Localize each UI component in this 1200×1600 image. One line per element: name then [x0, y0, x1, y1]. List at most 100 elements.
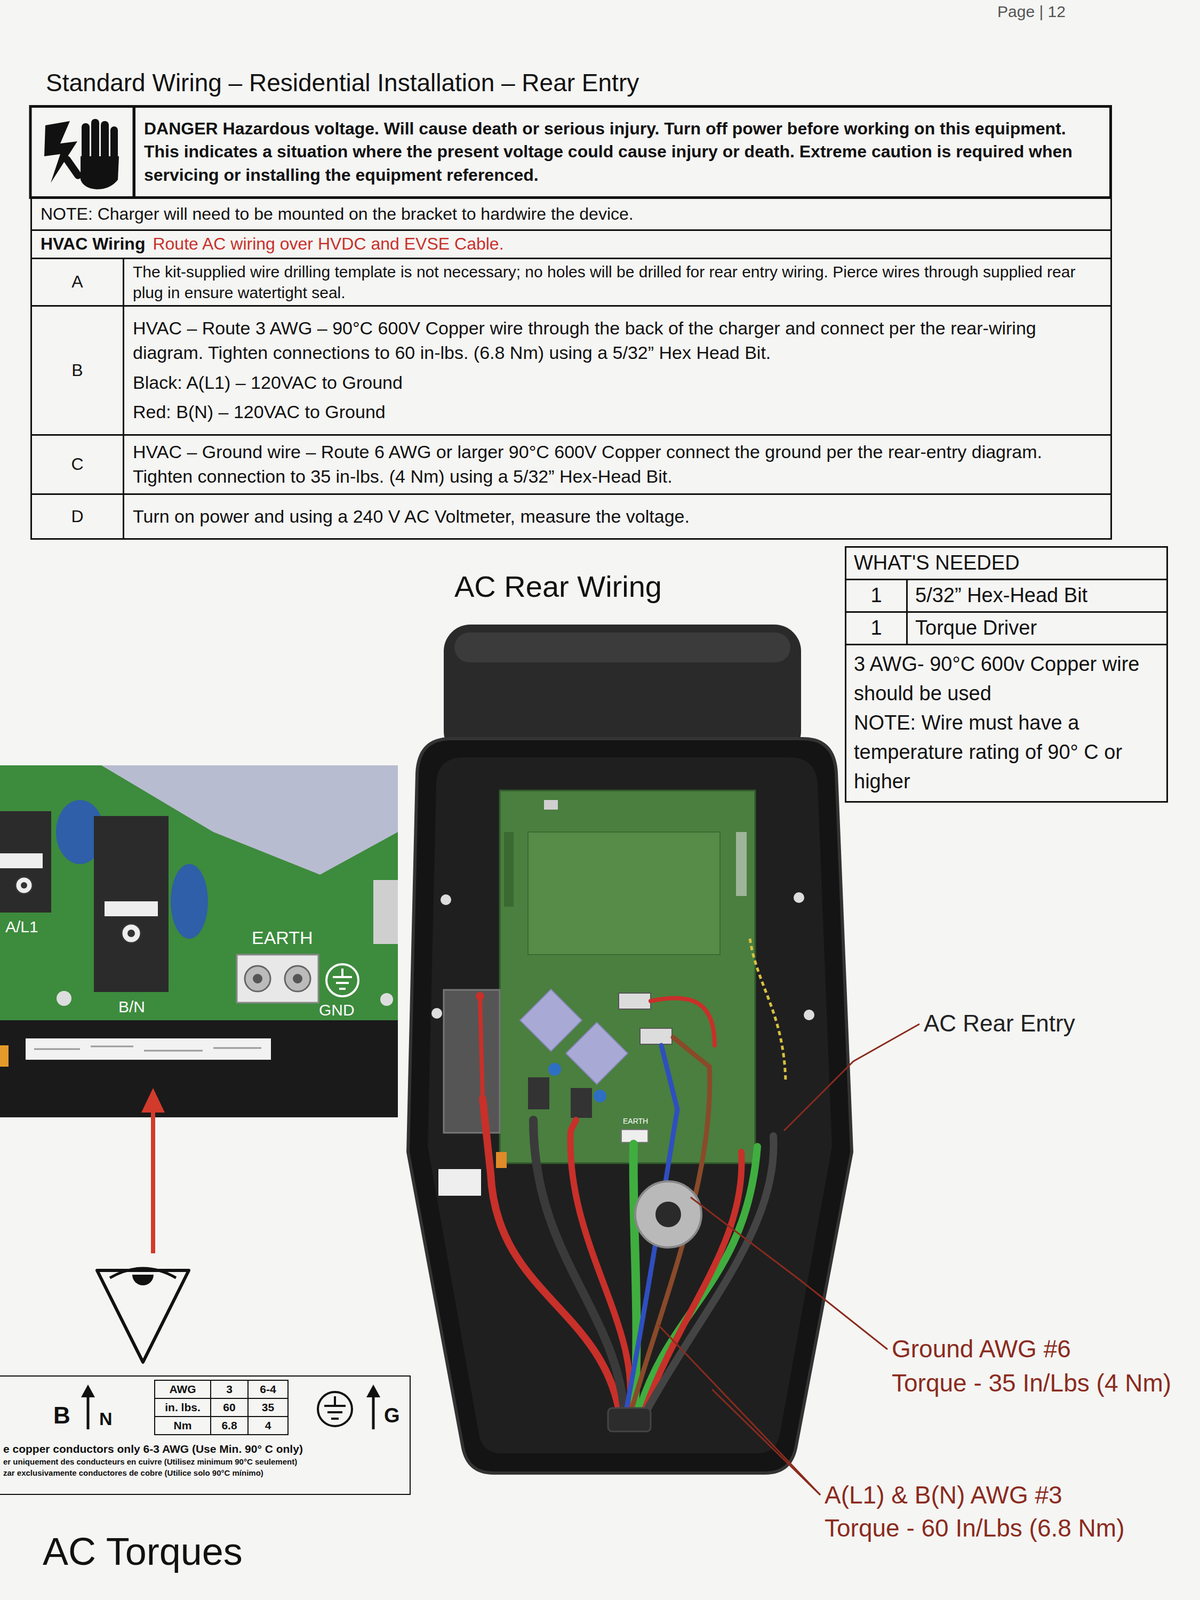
terminal-close-up	[127, 929, 135, 938]
circuit-board	[736, 832, 747, 896]
terminal-close-up	[121, 923, 141, 943]
charger-illustration	[608, 1408, 651, 1432]
leader-line	[784, 1024, 920, 1131]
circuit-board	[570, 1088, 592, 1118]
wire-bundle	[570, 1120, 630, 1408]
step-cell: Turn on power and using a 240 V AC Voltm…	[122, 493, 1112, 540]
table-cell: Nm	[154, 1416, 211, 1435]
danger-cell: DANGER Hazardous voltage. Will cause dea…	[132, 105, 1112, 199]
wire-bundle	[632, 1037, 710, 1408]
cell-text: Route AC wiring over HVDC and EVSE Cable…	[152, 233, 504, 256]
terminal-close-up	[380, 993, 394, 1006]
cell-text: 5/32” Hex-Head Bit	[915, 582, 1159, 609]
charger-illustration	[427, 757, 832, 1454]
torque-label-art	[366, 1384, 381, 1398]
terminal-label: EARTH	[251, 926, 314, 949]
hazard-hand-symbol	[91, 118, 100, 161]
table-cell: in. lbs.	[154, 1398, 211, 1417]
charger-illustration	[440, 894, 452, 906]
terminal-close-up	[0, 765, 398, 1021]
wire-bundle	[482, 1098, 619, 1408]
table-cell: 35	[248, 1398, 288, 1417]
terminal-close-up	[20, 882, 28, 889]
wire-bundle	[482, 997, 774, 1408]
wire-bundle	[533, 1120, 624, 1408]
charger-illustration	[443, 989, 500, 1133]
step-cell: The kit-supplied wire drilling template …	[122, 257, 1112, 307]
cell-text: Red: B(N) – 120VAC to Ground	[132, 400, 1102, 425]
torque-label-art	[154, 1380, 288, 1435]
cell-text: HVAC – Route 3 AWG – 90°C 600V Copper wi…	[132, 316, 1102, 366]
callout-label: Torque - 60 In/Lbs (6.8 Nm)	[824, 1513, 1125, 1543]
cell-text: The kit-supplied wire drilling template …	[132, 261, 1102, 303]
circuit-board	[618, 993, 651, 1010]
terminal-close-up	[236, 954, 319, 1003]
circuit-board	[544, 800, 558, 810]
circuit-board	[499, 790, 756, 1164]
callout-label: Torque - 35 In/Lbs (4 Nm)	[891, 1368, 1172, 1398]
ground-symbol	[326, 964, 359, 997]
cell-text: NOTE: Charger will need to be mounted on…	[40, 203, 1102, 226]
charger-illustration	[431, 1008, 443, 1019]
circuit-board	[565, 1022, 628, 1085]
circuit-board	[548, 1062, 562, 1076]
cell-text: 3 AWG- 90°C 600v Copper wire should be u…	[853, 649, 1159, 709]
section-heading: AC Torques	[42, 1528, 243, 1575]
board-marking: EARTH	[622, 1116, 648, 1126]
charger-illustration	[655, 1201, 682, 1228]
leader-line	[658, 1024, 920, 1495]
step-cell: HVAC – Route 3 AWG – 90°C 600V Copper wi…	[122, 305, 1112, 436]
hvac-header-row: HVAC Wiring Route AC wiring over HVDC and…	[30, 229, 1112, 260]
terminal-close-up	[56, 990, 72, 1006]
note-cell: 3 AWG- 90°C 600v Copper wire should be u…	[844, 643, 1168, 803]
leader-line	[712, 1389, 821, 1495]
terminal-close-up	[25, 1038, 271, 1060]
page-title: Standard Wiring – Residential Installati…	[45, 68, 639, 98]
charger-illustration	[496, 1152, 507, 1168]
cell-text: e copper conductors only 6-3 AWG (Use Mi…	[3, 1441, 406, 1456]
torque-label-art	[372, 1394, 375, 1430]
torque-label-art	[86, 1394, 90, 1430]
circuit-board	[528, 832, 720, 955]
terminal-close-up	[34, 1046, 262, 1051]
table-cell: 6.8	[210, 1416, 248, 1435]
callout-label: Ground AWG #6	[891, 1334, 1071, 1364]
cell-text: HVAC – Ground wire – Route 6 AWG or larg…	[132, 440, 1102, 490]
view-arrow	[141, 1088, 165, 1254]
step-letter-cell: B	[30, 305, 125, 436]
step-letter-cell: D	[30, 493, 125, 540]
circuit-board	[499, 790, 756, 1164]
page-number: Page | 12	[997, 2, 1066, 22]
cell-text: Black: A(L1) – 120VAC to Ground	[132, 370, 1102, 396]
charger-illustration	[475, 992, 485, 1001]
table-cell: 6-4	[248, 1380, 288, 1399]
terminal-close-up	[0, 1045, 9, 1067]
step-letter-cell: C	[30, 434, 125, 495]
cell-text: Torque Driver	[915, 614, 1159, 642]
cell-text: WHAT'S NEEDED	[853, 549, 1159, 576]
charger-illustration	[408, 624, 852, 1474]
charger-illustration	[480, 997, 483, 1099]
circuit-board	[640, 1028, 672, 1045]
quantity-cell: 1	[844, 578, 908, 613]
circuit-board	[593, 1089, 607, 1103]
cell-text: HVAC Wiring	[40, 233, 146, 256]
leader-line	[690, 1197, 888, 1350]
terminal-close-up	[104, 901, 158, 917]
cell-text: NOTE: Wire must have a temperature ratin…	[853, 708, 1159, 797]
charger-illustration	[635, 1181, 702, 1248]
hazard-hand-symbol	[110, 126, 118, 161]
eye-view-symbol	[97, 1270, 189, 1363]
eye-view-symbol	[132, 1274, 154, 1286]
figure-heading: AC Rear Wiring	[454, 568, 662, 605]
danger-icon-cell	[30, 106, 134, 198]
cell-text: D	[70, 505, 84, 528]
terminal-letter: B	[53, 1401, 71, 1430]
table-cell: AWG	[154, 1380, 211, 1399]
callout-label: AC Rear Entry	[923, 1009, 1076, 1038]
terminal-close-up	[0, 811, 52, 913]
torque-label-art	[81, 1380, 381, 1435]
terminal-label: A/L1	[5, 917, 39, 937]
eye-view-symbol	[97, 1268, 189, 1363]
table-header-cell: WHAT'S NEEDED	[844, 546, 1168, 581]
